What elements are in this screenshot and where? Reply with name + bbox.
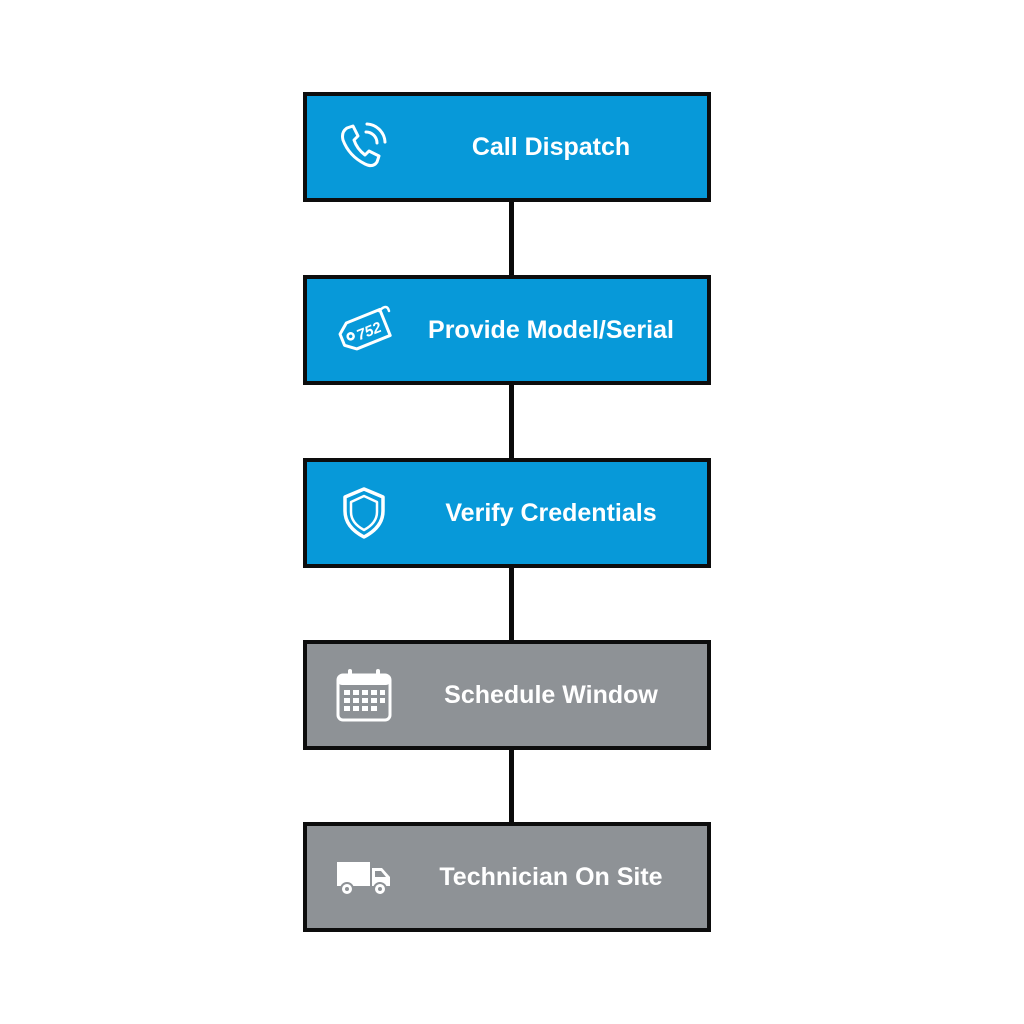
shield-icon: [335, 484, 393, 542]
truck-icon: [335, 848, 393, 906]
phone-icon: [335, 118, 393, 176]
connector-3-4: [509, 566, 514, 642]
step-call-dispatch[interactable]: Call Dispatch: [303, 92, 711, 202]
step-technician-on-site[interactable]: Technician On Site: [303, 822, 711, 932]
step-label: Technician On Site: [439, 862, 663, 891]
step-label: Verify Credentials: [445, 498, 657, 527]
step-label: Schedule Window: [444, 680, 658, 709]
connector-2-3: [509, 384, 514, 462]
tag-icon: 752: [335, 301, 393, 359]
calendar-icon: [335, 666, 393, 724]
step-schedule-window[interactable]: Schedule Window: [303, 640, 711, 750]
step-label: Provide Model/Serial: [428, 315, 674, 344]
step-label: Call Dispatch: [471, 132, 631, 161]
step-provide-model-serial[interactable]: 752 Provide Model/Serial: [303, 275, 711, 385]
connector-4-5: [509, 748, 514, 824]
connector-1-2: [509, 202, 514, 278]
step-verify-credentials[interactable]: Verify Credentials: [303, 458, 711, 568]
